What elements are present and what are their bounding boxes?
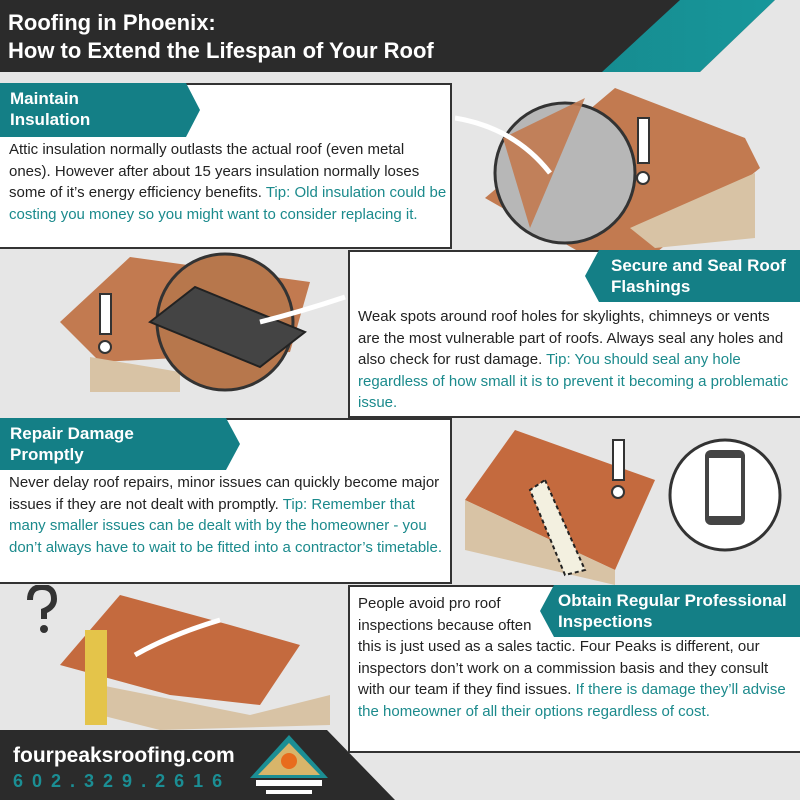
repair-illustration	[465, 430, 782, 585]
section-body: Weak spots around roof holes for skyligh…	[358, 308, 789, 411]
phone-number[interactable]: 602.329.2616	[13, 771, 232, 791]
inspection-illustration	[27, 585, 330, 730]
page-title: Roofing in Phoenix: How to Extend the Li…	[8, 10, 434, 63]
section-body: Attic insulation normally outlasts the a…	[9, 141, 447, 223]
flashing-illustration	[60, 252, 346, 392]
section-body: Never delay roof repairs, minor issues c…	[9, 474, 443, 556]
insulation-illustration	[455, 88, 760, 253]
four-peaks-logo	[250, 735, 328, 794]
header: Roofing in Phoenix: How to Extend the Li…	[0, 0, 800, 72]
section-body: People avoid pro roof inspections becaus…	[358, 595, 786, 720]
footer	[0, 730, 395, 800]
section-label: Obtain Regular Professional Inspections	[540, 585, 800, 637]
section-label: Maintain Insulation	[0, 83, 200, 137]
section-label: Secure and Seal Roof Flashings	[585, 250, 800, 302]
section-label: Repair Damage Promptly	[0, 418, 240, 470]
website-link[interactable]: fourpeaksroofing.com	[13, 744, 235, 767]
